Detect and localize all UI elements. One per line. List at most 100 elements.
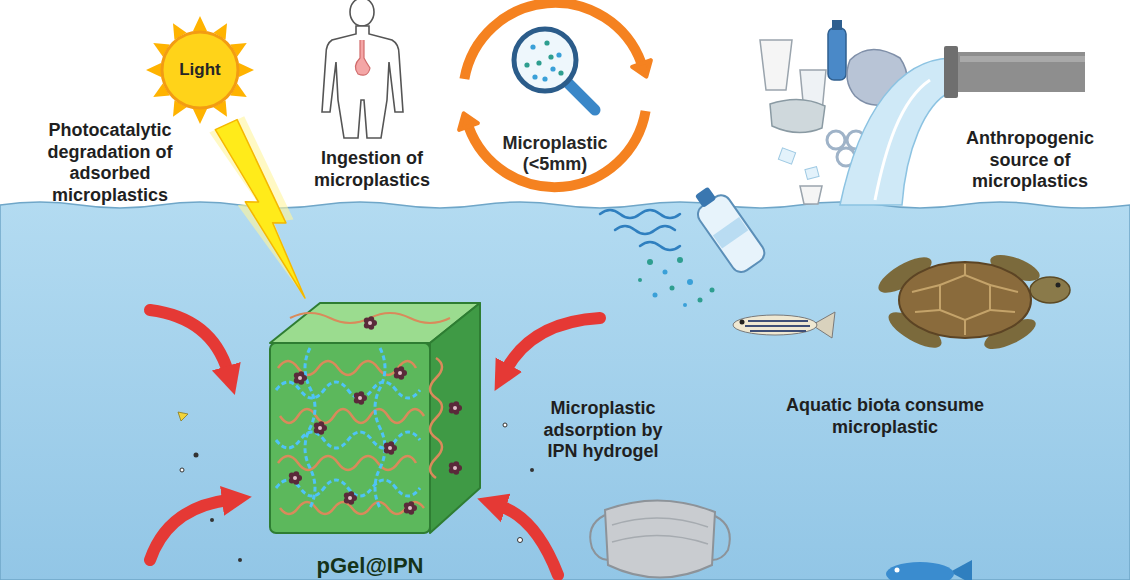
trash-pile-part — [778, 148, 795, 164]
polymer-chain — [280, 409, 424, 423]
photocatalyst-particle — [344, 491, 357, 505]
cycle-head — [632, 60, 651, 77]
particle-core — [318, 426, 322, 430]
polymer-chain — [278, 456, 416, 470]
particle-core — [298, 376, 302, 380]
face-mask-part — [612, 518, 708, 544]
particle-core — [398, 371, 402, 375]
zebrafish-part — [745, 321, 810, 331]
sun-ray — [146, 63, 161, 77]
label-holder: Photocatalytic degradation of adsorbed m… — [30, 120, 190, 206]
photocatalyst-particle — [354, 391, 367, 405]
sea-turtle-part — [940, 275, 990, 320]
cycle-head — [459, 113, 478, 130]
human-figure-part — [355, 40, 370, 75]
label-holder: Ingestion of microplastics — [302, 148, 442, 191]
sea-turtle-part — [1030, 277, 1070, 303]
node-label: Light — [179, 60, 221, 80]
blue-fish — [886, 560, 972, 580]
debris-specks-part — [530, 468, 534, 472]
annotation-label: Aquatic biota consume microplastic — [765, 395, 1005, 438]
sun-ray — [193, 109, 207, 124]
zebrafish-part — [740, 320, 745, 325]
annotation-label: Photocatalytic degradation of adsorbed m… — [30, 120, 190, 206]
trash-pile-part — [760, 40, 792, 90]
polymer-chain — [276, 382, 420, 398]
face-mask-part — [590, 515, 730, 560]
debris-specks-part — [238, 558, 242, 562]
blue-fish-part — [950, 560, 972, 580]
node-caption: pGel@IPN — [316, 553, 423, 578]
zebrafish-part — [733, 315, 817, 335]
photocatalyst-particle — [364, 316, 377, 330]
polymer-chain — [276, 432, 420, 448]
trash-pile-part — [827, 131, 845, 149]
particle-core — [358, 396, 362, 400]
drain-pipe-part — [840, 58, 950, 205]
zebrafish — [733, 312, 835, 338]
drain-pipe-part — [960, 56, 1085, 62]
debris-specks-part — [518, 538, 523, 543]
particle-core — [348, 496, 352, 500]
drain-pipe-part — [944, 46, 958, 98]
photocatalyst-particle — [449, 401, 462, 415]
water-waves-part — [615, 226, 675, 234]
trash-pile-part — [770, 99, 825, 132]
label-holder: Microplastic adsorption by IPN hydrogel — [528, 398, 678, 463]
microplastic-dots — [638, 257, 715, 307]
face-mask — [590, 500, 730, 577]
microplastic-dot — [536, 60, 541, 65]
adsorption-arrows-part — [150, 500, 228, 560]
microplastic-dot — [544, 40, 549, 45]
particle-core — [293, 476, 297, 480]
photocatalyst-particle — [394, 366, 407, 380]
blue-fish-part — [886, 562, 954, 580]
debris-specks-part — [194, 453, 199, 458]
debris-specks-part — [503, 423, 507, 427]
photocatalyst-particle — [294, 371, 307, 385]
photocatalyst-particle — [449, 461, 462, 475]
hydrogel-cube — [250, 298, 490, 538]
water-waves-part — [640, 242, 680, 250]
microplastic-dots-part — [687, 279, 693, 285]
blue-fish-part — [895, 568, 900, 573]
sun-disc — [162, 32, 238, 108]
microplastic-dot — [548, 54, 553, 59]
sea-turtle — [874, 250, 1070, 355]
microplastic-dots-part — [677, 257, 683, 263]
particle-core — [388, 446, 392, 450]
microplastic-dot — [558, 70, 563, 75]
cycle-node: Microplastic (<5mm) — [455, 0, 655, 195]
floating-bottle-part — [687, 181, 769, 276]
microplastic-dots-part — [670, 286, 675, 291]
trash-pile-part — [828, 28, 846, 80]
microplastic-dot — [532, 74, 537, 79]
microplastic-dots-part — [683, 303, 687, 307]
cube-front — [270, 343, 430, 533]
microplastic-dot — [550, 66, 555, 71]
water-waves — [600, 210, 680, 250]
human-figure-part — [350, 0, 374, 26]
photocatalyst-particle — [314, 421, 327, 435]
hydrogel-node: pGel@IPN — [250, 298, 490, 580]
trash-pile-part — [800, 186, 822, 204]
photocatalyst-particle — [289, 471, 302, 485]
trash-pile-part — [832, 20, 842, 30]
microplastic-dots-part — [710, 288, 715, 293]
label-holder: Aquatic biota consume microplastic — [765, 395, 1005, 438]
sea-turtle-part — [899, 262, 1031, 338]
particle-core — [453, 406, 457, 410]
floating-bottle-part-part — [713, 217, 748, 248]
photocatalyst-particle — [384, 441, 397, 455]
sun-ray — [193, 16, 207, 31]
annotation-label: Anthropogenic source of microplastics — [945, 128, 1115, 193]
adsorption-arrows-part — [506, 318, 600, 370]
drain-pipe-part — [875, 80, 930, 200]
sea-turtle-part — [912, 264, 1018, 335]
water-waves-part — [600, 210, 680, 218]
microplastic-dots-part — [663, 270, 668, 275]
magnifier-lens — [514, 29, 576, 91]
microplastic-dots-part — [698, 298, 703, 303]
debris-specks-part — [210, 518, 214, 522]
